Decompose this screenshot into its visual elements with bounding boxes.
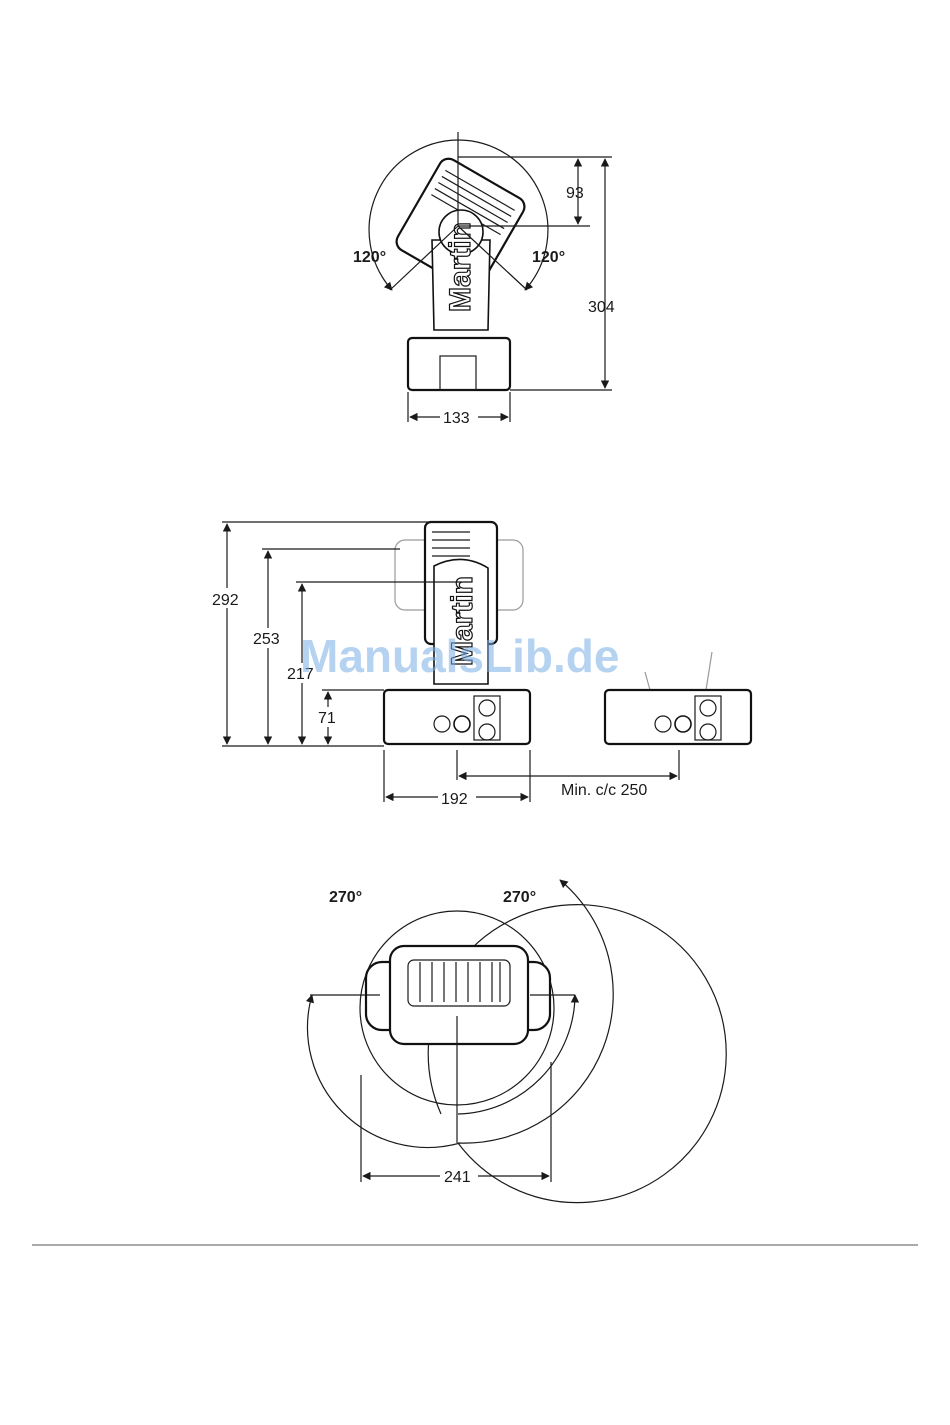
watermark: ManualsLib.de [300,630,619,682]
front-dim-304: 304 [588,299,615,316]
front-dim-93: 93 [566,185,584,202]
second-fixture-yoke-ghost [645,652,712,690]
top-view: 270° 270° 241 [308,880,727,1203]
top-angle-right: 270° [503,889,536,906]
front-base [408,338,510,390]
side-dim-192: 192 [441,791,468,808]
side-dim-spacing: Min. c/c 250 [561,782,647,799]
top-angle-left: 270° [329,889,362,906]
side-dim-292: 292 [212,592,239,609]
front-brand-logo: Martin [444,222,477,312]
front-angle-left: 120° [353,249,386,266]
front-view: Martin 120° 120° 93 304 133 [353,132,615,427]
front-dim-133: 133 [443,410,470,427]
top-dim-241: 241 [444,1169,471,1186]
side-dim-71: 71 [318,710,336,727]
side-dim-253: 253 [253,631,280,648]
dmx-out-connector [454,716,470,732]
front-angle-right: 120° [532,249,565,266]
